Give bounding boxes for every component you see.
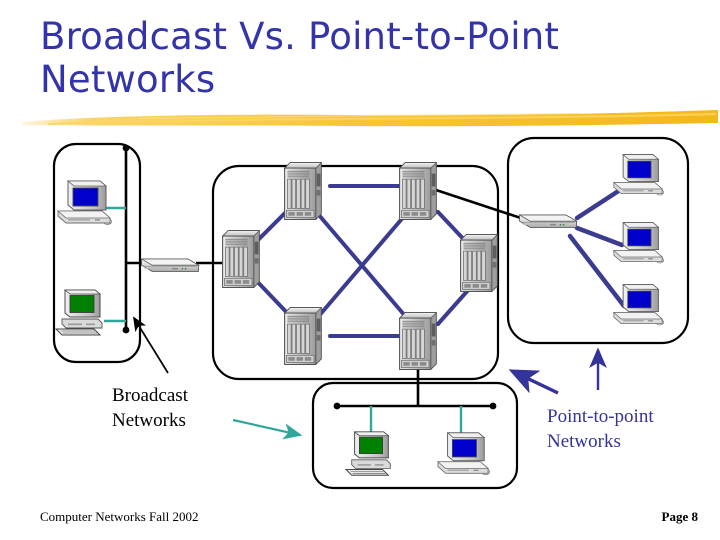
host-computer xyxy=(613,154,665,196)
host-computer xyxy=(55,289,103,336)
callout-arrow-to-wan xyxy=(508,369,559,395)
title-block: Broadcast Vs. Point-to-Point Networks xyxy=(40,15,640,102)
mesh-link xyxy=(436,286,472,326)
bus-terminator-left xyxy=(333,402,341,410)
router-node xyxy=(460,234,498,292)
label-broadcast-networks: Broadcast Networks xyxy=(112,385,188,432)
host-computer xyxy=(57,180,113,225)
hub-switch-device xyxy=(141,258,199,272)
router-node xyxy=(284,162,322,220)
brush-stroke-divider xyxy=(22,110,718,127)
network-diagram xyxy=(0,128,720,498)
callout-arrow-to-bottom-lan xyxy=(232,418,303,440)
router-node xyxy=(222,230,260,288)
callout-arrow-to-left-lan xyxy=(133,316,169,374)
region-broadcast-lan-bottom xyxy=(333,402,497,476)
footer-course-text: Computer Networks Fall 2002 xyxy=(40,509,199,524)
region-broadcast-lan-left xyxy=(55,144,232,336)
region-p2p-lan-right xyxy=(519,154,665,326)
region-outline-wan-center xyxy=(211,164,500,381)
mesh-link xyxy=(310,212,408,326)
bus-terminator-bottom xyxy=(122,326,130,334)
region-outline-broadcast-left xyxy=(52,142,142,364)
footer-page-number: Page 8 xyxy=(661,509,698,524)
label-point-to-point-networks: Point-to-point Networks xyxy=(547,406,654,453)
p2p-link xyxy=(574,225,625,248)
p2p-link xyxy=(567,233,627,309)
region-outline-broadcast-bottom xyxy=(311,381,519,490)
host-computer xyxy=(345,431,391,476)
hub-switch-device xyxy=(519,214,577,228)
bus-terminator-right xyxy=(489,402,497,410)
bus-terminator-top xyxy=(122,144,130,152)
p2p-link xyxy=(574,187,623,221)
router-node xyxy=(284,307,322,365)
host-computer xyxy=(437,432,491,476)
region-outline-p2p-right xyxy=(506,136,690,345)
mesh-link xyxy=(316,212,414,326)
page-title: Broadcast Vs. Point-to-Point Networks xyxy=(40,15,560,101)
router-node xyxy=(399,162,437,220)
router-node xyxy=(399,312,437,370)
